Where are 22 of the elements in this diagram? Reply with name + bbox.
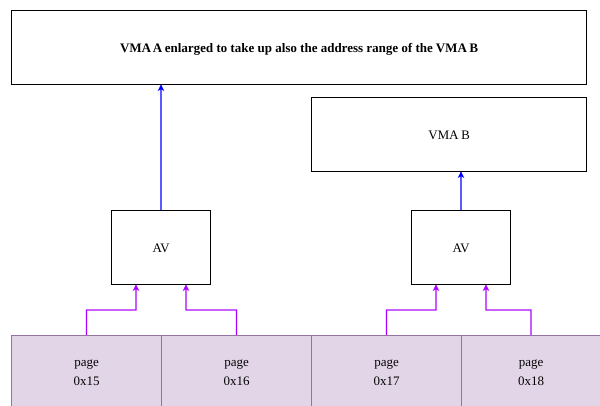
page-cell [311,335,462,406]
page-cell [461,335,600,406]
region-box [11,10,587,85]
node-label: page 0x18 [517,352,545,390]
process-box [111,210,211,285]
arrow [458,171,464,210]
node-label: page 0x16 [222,352,250,390]
arrow [158,84,164,210]
region-box [311,97,587,172]
node-label: AV [452,238,470,257]
page-cell [161,335,312,406]
node-label: VMA A enlarged to take up also the address range of the VMA B [120,38,478,57]
node-label: AV [152,238,170,257]
page-cell [11,335,162,406]
node-label: page 0x17 [372,352,400,390]
process-box [411,210,511,285]
node-label: VMA B [428,126,470,144]
arrow [182,284,238,335]
arrow [386,284,440,335]
arrow [86,284,140,335]
node-label: page 0x15 [72,352,100,390]
arrow [482,284,532,335]
